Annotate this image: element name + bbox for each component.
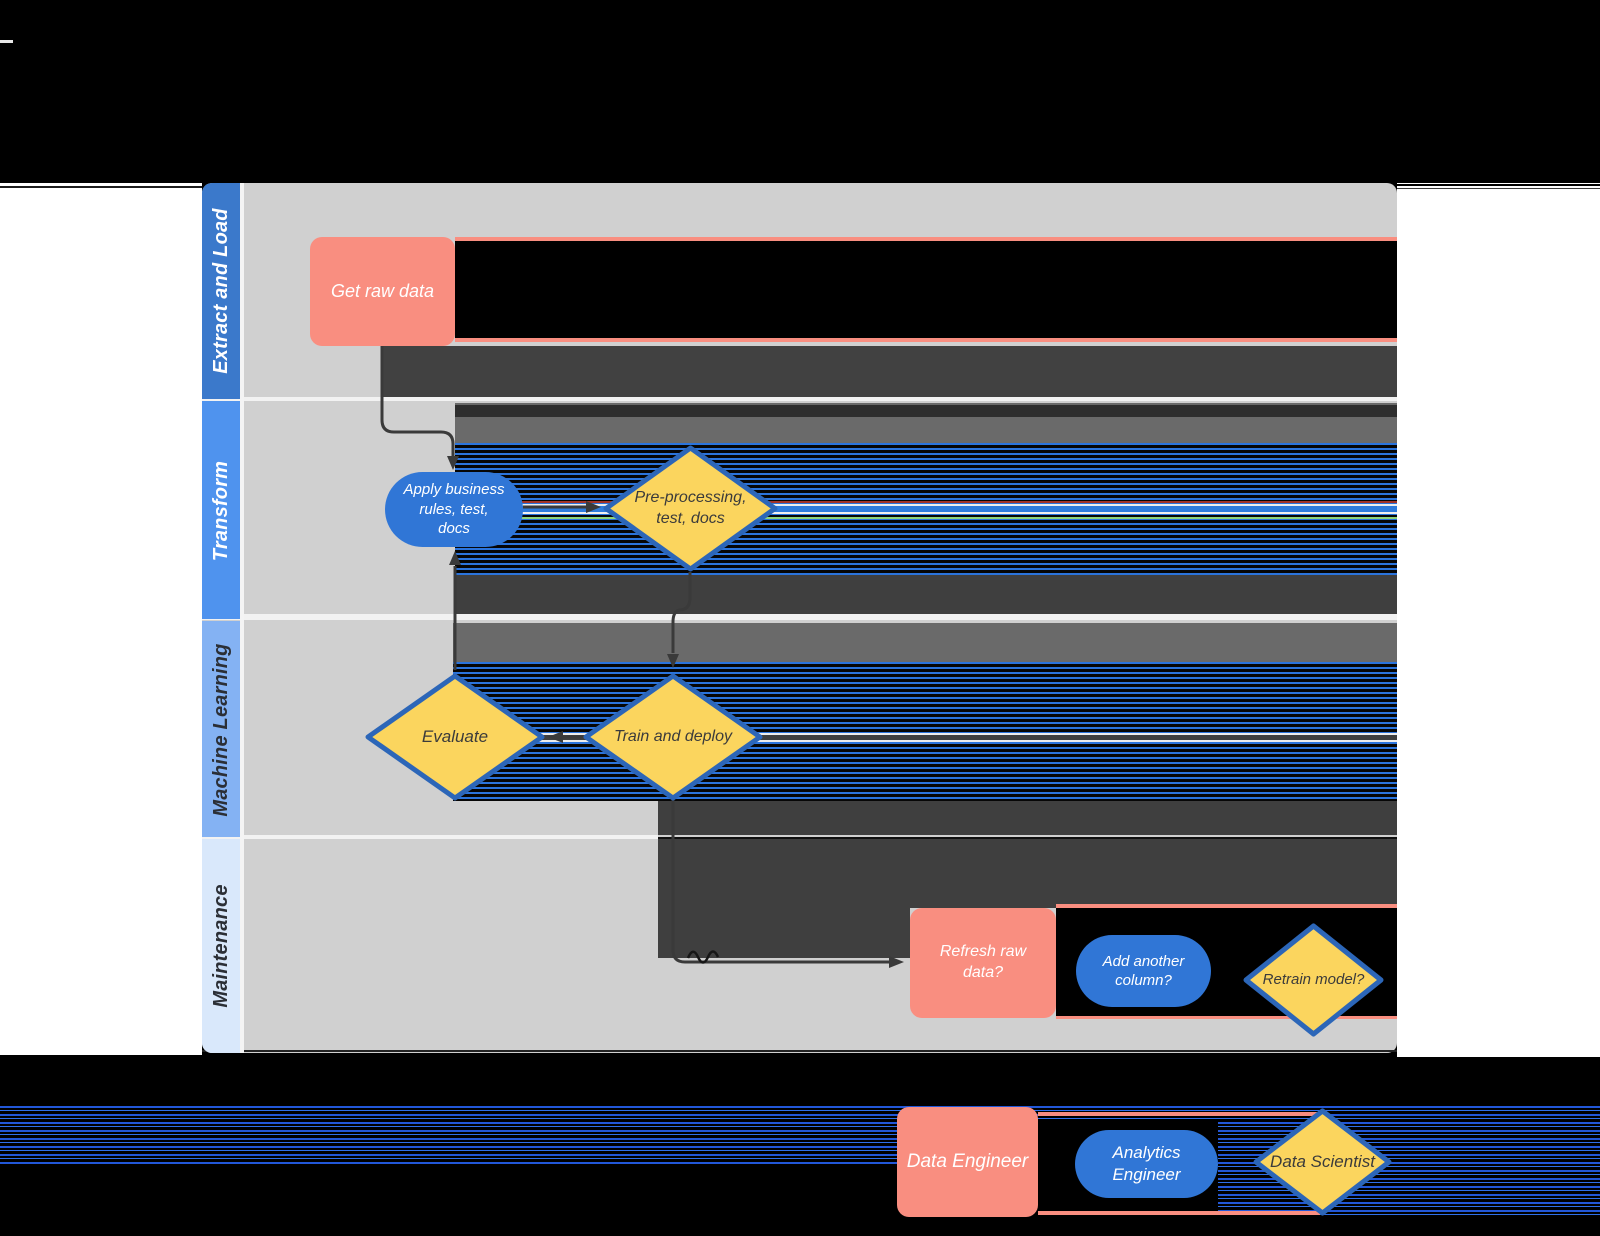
diamond-shape bbox=[365, 673, 545, 801]
glitch-smear-legend-salmon-bottom bbox=[1038, 1211, 1320, 1215]
legend-data-scientist: Data Scientist bbox=[1253, 1108, 1392, 1216]
glitch-row-green bbox=[455, 517, 1397, 519]
glitch-smear-maintenance-charcoal-column bbox=[658, 908, 910, 958]
diamond-shape bbox=[1243, 923, 1384, 1037]
glitch-smear-maintenance-salmon-top bbox=[1056, 904, 1397, 908]
lane-header-machine-learning bbox=[202, 621, 240, 837]
legend-data-engineer: Data Engineer bbox=[897, 1107, 1038, 1217]
glitch-smear-maintenance-charcoal-wide bbox=[658, 839, 1397, 908]
node-preprocessing: Pre-processing, test, docs bbox=[603, 445, 778, 572]
node-train-and-deploy: Train and deploy bbox=[583, 673, 763, 801]
node-get-raw-data: Get raw data bbox=[310, 237, 455, 346]
glitch-row-white-4 bbox=[453, 740, 1397, 742]
glitch-row-red bbox=[455, 501, 1397, 503]
glitch-smear-transform-dark-stripe bbox=[455, 405, 1397, 417]
diamond-shape bbox=[1253, 1108, 1392, 1216]
glitch-smear-extract-charcoal bbox=[382, 346, 1397, 397]
diamond-shape bbox=[583, 673, 763, 801]
lane-header-extract-and-load bbox=[202, 183, 240, 399]
glitch-row-white-1 bbox=[455, 504, 1397, 506]
lane-header-transform bbox=[202, 401, 240, 619]
page-left-margin bbox=[0, 183, 202, 1055]
legend-analytics-engineer: Analytics Engineer bbox=[1075, 1130, 1218, 1198]
glitch-row-white-2 bbox=[455, 512, 1397, 514]
lane-label-maintenance: Maintenance bbox=[209, 884, 232, 1008]
lane-header-maintenance bbox=[202, 839, 240, 1053]
node-preprocessing-label: Pre-processing, test, docs bbox=[634, 488, 747, 527]
lane-label-extract-and-load: Extract and Load bbox=[209, 208, 232, 374]
node-apply-business-rules: Apply business rules, test, docs bbox=[385, 472, 523, 547]
glitch-line-right-margin-1 bbox=[1397, 184, 1600, 186]
glitch-dash-top-left bbox=[0, 40, 13, 43]
node-refresh-raw-data: Refresh raw data? bbox=[910, 908, 1056, 1018]
lane-boundary-2 bbox=[202, 614, 1397, 620]
lane-header-separator bbox=[240, 183, 244, 1053]
glitch-smear-legend-salmon-top bbox=[1038, 1112, 1320, 1116]
node-add-another-column: Add another column? bbox=[1076, 935, 1211, 1007]
glitch-smear-ml-gray bbox=[453, 623, 1397, 662]
lane-label-transform: Transform bbox=[209, 460, 232, 562]
lane-boundary-1 bbox=[202, 397, 1397, 401]
glitch-row-white-3 bbox=[453, 733, 1397, 735]
glitch-smear-transform-charcoal bbox=[455, 575, 1397, 614]
glitch-smear-salmon-top bbox=[455, 237, 1397, 241]
node-evaluate: Evaluate bbox=[365, 673, 545, 801]
glitch-line-right-margin-2 bbox=[1397, 188, 1600, 189]
glitch-row-blue bbox=[455, 506, 1397, 512]
legend-data-scientist-label: Data Scientist bbox=[1270, 1151, 1375, 1171]
page-right-margin bbox=[1397, 183, 1600, 1057]
glitch-smear-salmon-bottom bbox=[455, 338, 1397, 342]
node-retrain-model: Retrain model? bbox=[1243, 923, 1384, 1037]
lane-label-machine-learning: Machine Learning bbox=[209, 643, 232, 817]
glitch-smear-extract-black bbox=[455, 241, 1397, 338]
glitch-smear-maintenance-salmon-bottom bbox=[1056, 1016, 1397, 1019]
glitch-smear-ml-charcoal bbox=[658, 801, 1397, 835]
table-bottom-edge bbox=[202, 1050, 1397, 1052]
node-evaluate-label: Evaluate bbox=[421, 726, 489, 746]
lane-boundary-3-dark bbox=[658, 837, 1397, 839]
lane-boundary-3-white bbox=[202, 835, 658, 839]
glitch-line-left-margin bbox=[0, 186, 202, 188]
glitch-stripes-bottom-left bbox=[0, 1106, 897, 1164]
node-train-and-deploy-label: Train and deploy bbox=[614, 727, 732, 745]
node-retrain-model-label: Retrain model? bbox=[1262, 971, 1365, 989]
diamond-shape bbox=[603, 445, 778, 572]
glitch-row-charcoal bbox=[453, 735, 1397, 740]
